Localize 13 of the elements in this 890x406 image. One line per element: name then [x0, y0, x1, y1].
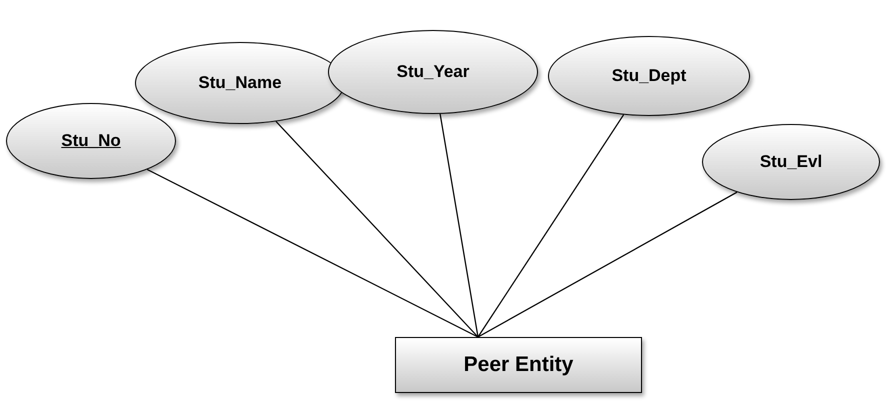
attribute-label: Stu_Name [198, 72, 282, 94]
connector-line [478, 192, 738, 338]
attribute-label: Stu_Year [396, 61, 470, 84]
connector-line [440, 114, 479, 338]
attribute-ellipse [6, 103, 176, 179]
entity-label: Peer Entity [464, 352, 574, 378]
attribute-label: Stu_Dept [612, 65, 686, 88]
connector-line [478, 114, 624, 338]
entity-box [395, 337, 642, 393]
attribute-label: Stu_No [61, 130, 121, 152]
connector-line [146, 168, 478, 338]
attribute-label: Stu_Evl [760, 151, 822, 174]
connector-line [276, 121, 478, 338]
